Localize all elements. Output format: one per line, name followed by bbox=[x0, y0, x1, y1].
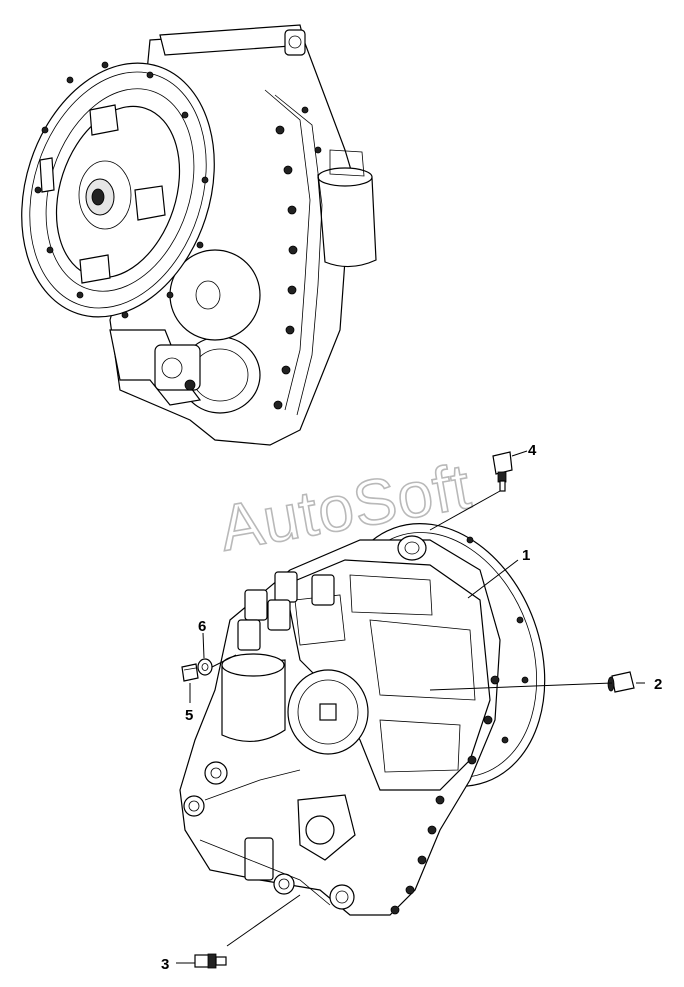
transmission-front-view bbox=[179, 523, 546, 916]
callout-2: 2 bbox=[654, 676, 662, 693]
part-5-plug bbox=[181, 663, 199, 682]
part-3-sensor bbox=[194, 953, 227, 969]
part-4-sensor bbox=[492, 451, 513, 492]
leader-lines bbox=[176, 450, 645, 964]
callout-3: 3 bbox=[161, 956, 169, 973]
callout-5: 5 bbox=[185, 707, 193, 724]
part-6-washer bbox=[197, 658, 213, 676]
callout-1: 1 bbox=[522, 547, 530, 564]
callout-6: 6 bbox=[198, 618, 206, 635]
transmission-rear-view bbox=[21, 24, 377, 446]
callout-4: 4 bbox=[528, 442, 537, 459]
part-2-sensor bbox=[607, 671, 635, 693]
